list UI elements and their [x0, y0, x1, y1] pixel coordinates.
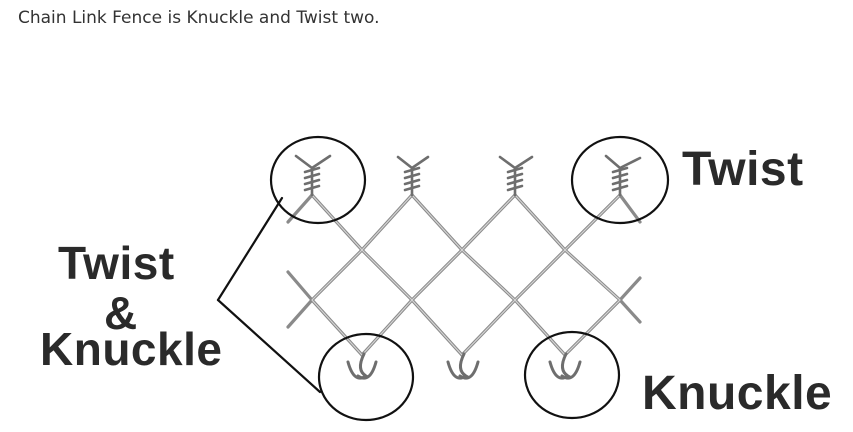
twist-end-4 [604, 154, 642, 197]
callout-circles [269, 135, 670, 422]
knuckle-end-3 [548, 352, 582, 380]
label-twist-knuckle-ampersand: & [104, 287, 138, 339]
twist-callout-circle-left [269, 135, 367, 225]
label-twist-knuckle-line1: Twist [58, 237, 175, 289]
leader-lines [216, 196, 322, 394]
twist-ends [294, 154, 642, 197]
knuckle-ends [346, 352, 582, 380]
knuckle-callout-circle-left [317, 332, 415, 422]
knuckle-callout-circle-right [523, 330, 621, 420]
twist-end-1 [294, 154, 332, 197]
label-twist: Twist [682, 143, 804, 196]
caption-text: Chain Link Fence is Knuckle and Twist tw… [18, 8, 380, 28]
label-twist-knuckle-line3: Knuckle [40, 323, 223, 375]
knuckle-end-2 [446, 352, 480, 380]
label-knuckle: Knuckle [642, 367, 833, 420]
twist-end-3 [498, 155, 534, 197]
twist-end-2 [396, 155, 430, 197]
knuckle-end-1 [346, 352, 378, 380]
twist-callout-circle-right [570, 135, 670, 225]
